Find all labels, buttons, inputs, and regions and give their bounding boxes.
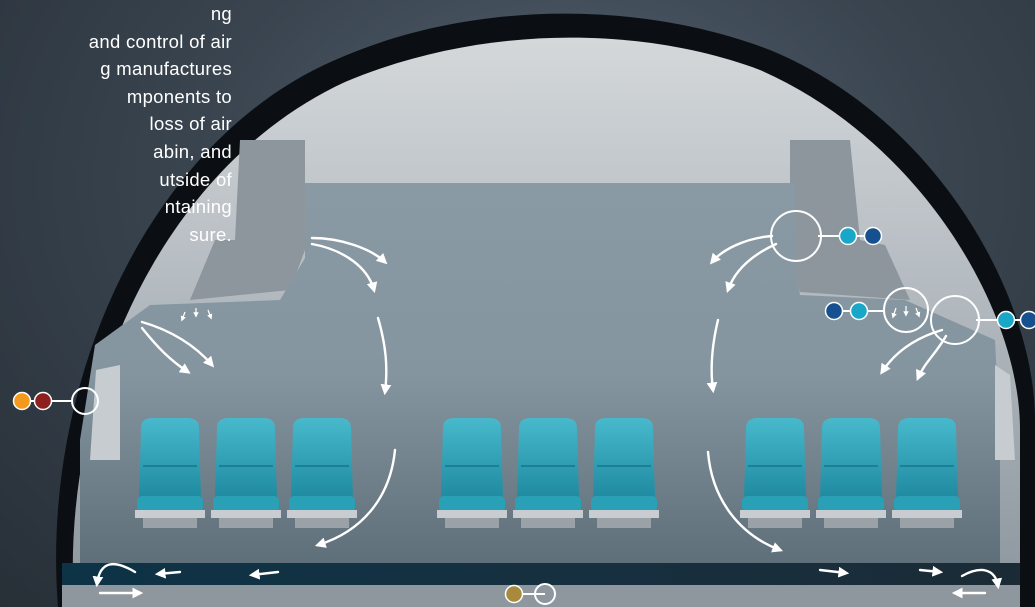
intro-line: ng — [0, 0, 232, 28]
intro-line: mponents to — [0, 83, 232, 111]
seat — [513, 418, 583, 528]
intro-line: utside of — [0, 166, 232, 194]
hotspot-dot — [1021, 312, 1035, 329]
hotspot-dot — [865, 228, 882, 245]
hotspot-dot — [998, 312, 1015, 329]
seat — [211, 418, 281, 528]
seat-rows — [135, 418, 962, 528]
intro-line: and control of air — [0, 28, 232, 56]
intro-line: ntaining — [0, 193, 232, 221]
seat — [892, 418, 962, 528]
seat — [816, 418, 886, 528]
seat — [740, 418, 810, 528]
intro-line: g manufactures — [0, 55, 232, 83]
hotspot-dot — [840, 228, 857, 245]
hotspot-dot — [506, 586, 523, 603]
hotspot-dot — [35, 393, 52, 410]
intro-line: abin, and — [0, 138, 232, 166]
intro-line: sure. — [0, 221, 232, 249]
hotspot-dot — [14, 393, 31, 410]
seat — [135, 418, 205, 528]
seat — [437, 418, 507, 528]
hotspot-dot — [826, 303, 843, 320]
seat — [287, 418, 357, 528]
hotspot-dot — [851, 303, 868, 320]
intro-line: loss of air — [0, 110, 232, 138]
intro-text: ng and control of air g manufactures mpo… — [0, 0, 232, 248]
cabin-floor — [62, 563, 1020, 585]
seat — [589, 418, 659, 528]
